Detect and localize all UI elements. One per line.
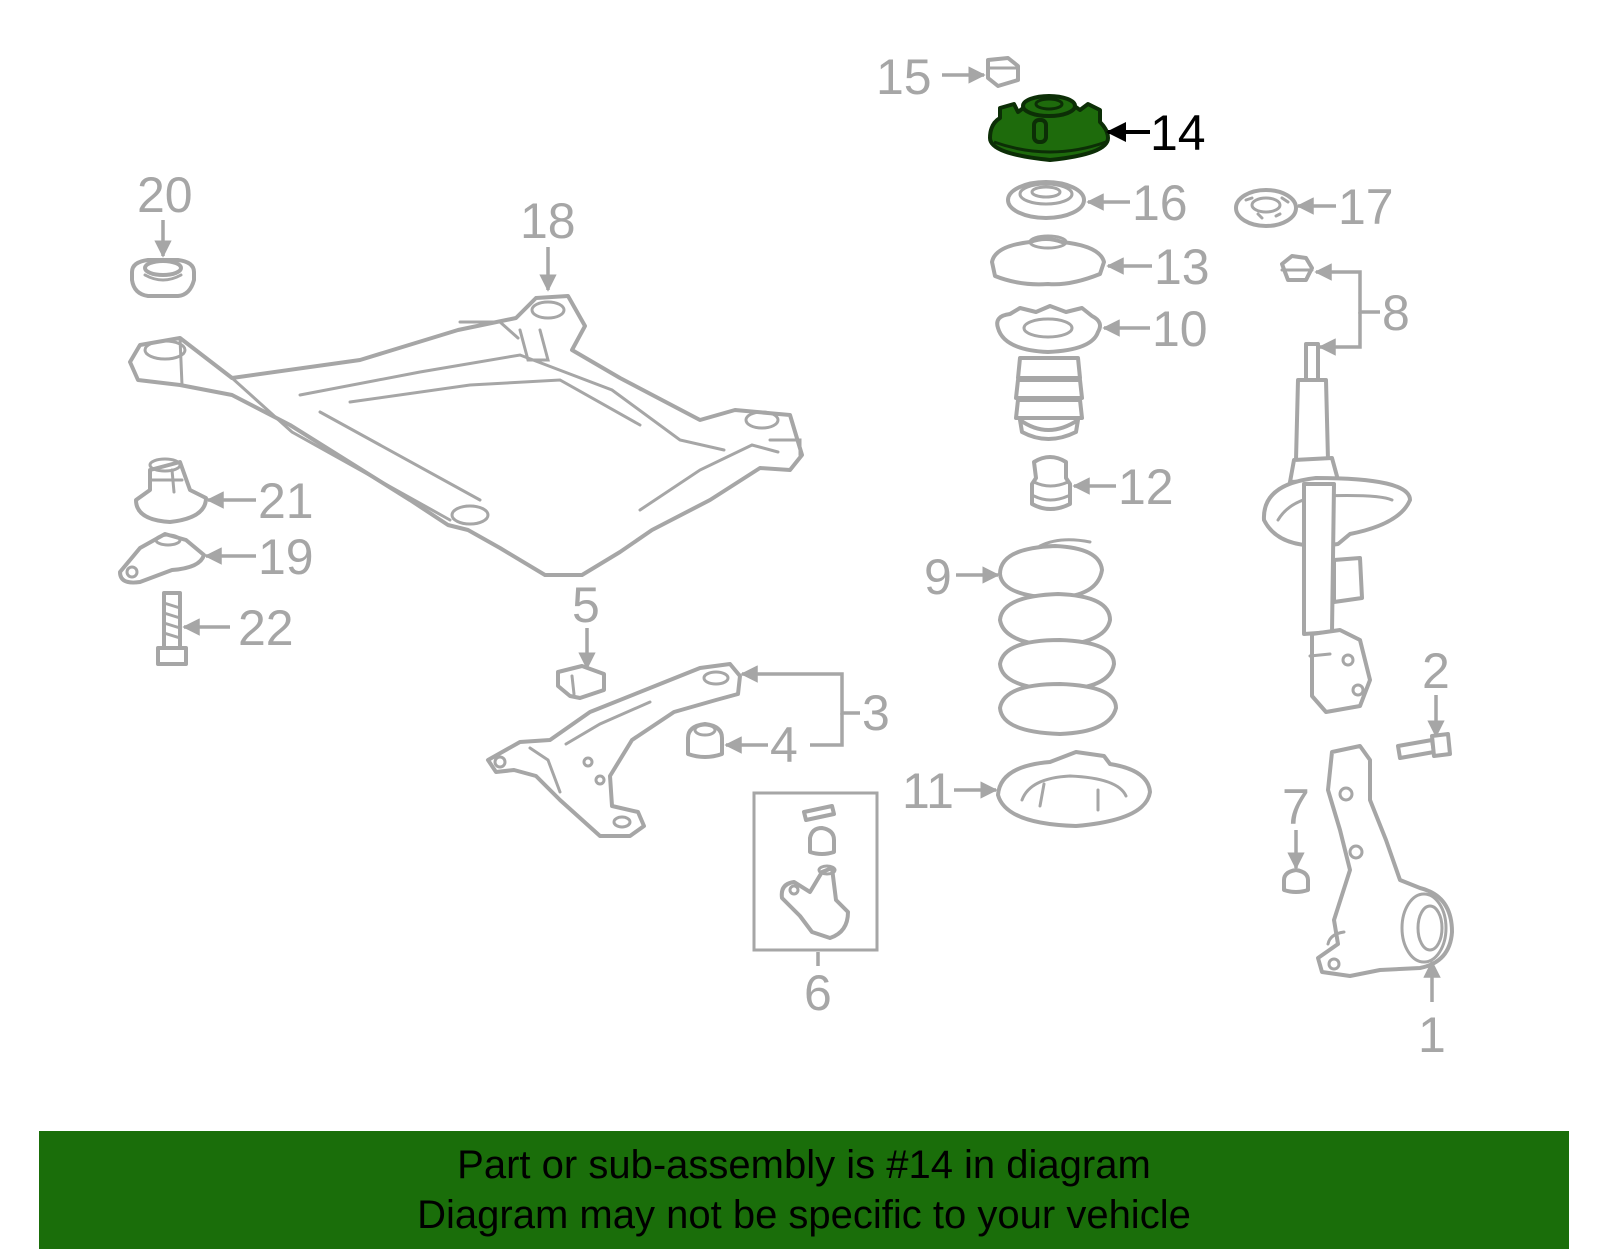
callout-5: 5 [572,577,600,633]
strut-assembly-part-8 [1261,342,1412,714]
bearing-part-16 [1006,180,1086,220]
bump-stop-part-12 [1030,455,1072,511]
info-banner: Part or sub-assembly is #14 in diagram D… [39,1131,1569,1249]
callout-13: 13 [1154,239,1210,295]
callout-14-selected: 14 [1150,105,1206,161]
banner-line-disclaimer: Diagram may not be specific to your vehi… [417,1193,1191,1237]
bolt-part-22 [156,591,188,666]
callout-8: 8 [1382,285,1410,341]
lower-control-arm-part-3 [486,662,742,838]
callout-11: 11 [902,763,954,819]
mount-bushing-part-21 [134,457,208,524]
crossmember-part-18 [128,294,804,577]
callout-21: 21 [258,473,314,529]
ball-joint-kit-part-6 [752,791,879,952]
nut-part-7 [1282,868,1310,894]
callout-6: 6 [804,965,832,1021]
callout-1: 1 [1418,1007,1446,1063]
lower-insulator-part-11 [996,750,1152,828]
callout-10: 10 [1152,301,1208,357]
bearing-part-17 [1234,188,1298,228]
callout-4: 4 [770,717,798,773]
nut-part-8 [1280,254,1314,282]
dust-boot-part-10 [995,304,1102,441]
callout-20: 20 [137,167,193,223]
strut-mount-part-14-highlighted[interactable] [988,94,1110,162]
bolt-part-2 [1396,732,1452,760]
callout-3: 3 [862,685,890,741]
callout-22: 22 [238,600,294,656]
leader-lines [154,66,1445,1002]
banner-line-part-number: Part or sub-assembly is #14 in diagram [457,1143,1151,1187]
callout-labels: 20 18 21 19 22 5 3 4 6 15 14 16 17 13 10… [137,49,1450,1063]
callout-2: 2 [1422,643,1450,699]
bushing-clip-part-5 [556,664,606,700]
steering-knuckle-part-1 [1316,744,1454,978]
callout-17: 17 [1338,179,1394,235]
bushing-part-4 [686,722,724,759]
callout-16: 16 [1132,175,1188,231]
callout-19: 19 [258,529,314,585]
upper-spring-seat-part-13 [990,234,1106,287]
callout-7: 7 [1282,779,1310,835]
nut-part-15 [986,56,1020,88]
callout-12: 12 [1118,459,1174,515]
coil-spring-part-9 [998,538,1118,736]
mount-bracket-part-19 [118,532,206,585]
mount-bushing-part-20 [130,258,196,298]
callout-9: 9 [924,549,952,605]
callout-18: 18 [520,193,576,249]
callout-15: 15 [876,49,932,105]
